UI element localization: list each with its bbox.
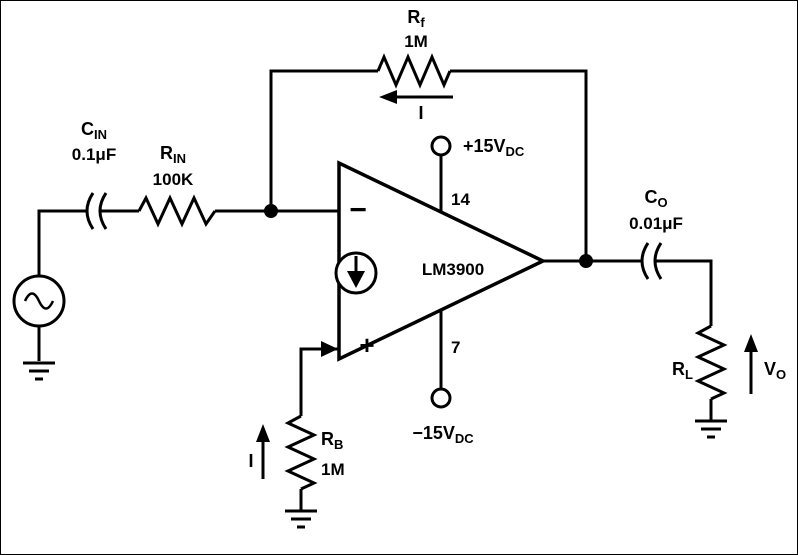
load-resistor-ref: RL [672,359,693,382]
output-voltage-arrow [744,334,758,394]
load-resistor [694,324,728,401]
wire-feedback-left [269,69,378,211]
bias-resistor-value: 1M [321,460,345,479]
opamp-part-number: LM3900 [422,260,484,279]
feedback-resistor-ref: Rf [407,7,425,30]
feedback-resistor [376,53,452,89]
negative-supply-label: −15VDC [412,423,474,446]
current-source-symbol [334,251,378,295]
positive-supply-label: +15VDC [463,136,525,159]
wire-source-to-cin [37,209,87,276]
ground-symbol-source [23,361,55,381]
input-resistor-ref: RIN [160,143,186,166]
wire-bias-to-opamp [299,347,339,416]
pin14-label: 14 [451,190,470,209]
pin7-label: 7 [451,338,460,357]
wire-co-to-rl [655,259,713,326]
output-capacitor-value: 0.01μF [629,214,683,233]
output-voltage-label: VO [764,359,786,382]
bias-current-arrow [256,424,270,479]
feedback-current-arrow [379,90,453,104]
ground-symbol-load [695,419,727,439]
bias-resistor-ref: RB [321,429,343,452]
bias-resistor [284,414,318,491]
output-capacitor-ref: CO [644,187,667,210]
sine-wave-icon [23,292,55,310]
ground-symbol-bias [285,509,317,529]
input-resistor-value: 100K [153,170,194,189]
input-capacitor-value: 0.1μF [72,145,116,164]
feedback-resistor-value: 1M [404,32,428,51]
feedback-current-label: I [418,103,423,123]
noninverting-input-arrow [321,341,338,357]
junction-dot-output [579,254,593,268]
wire-feedback-right [450,69,588,261]
input-resistor [137,194,217,228]
noninverting-input-sign: + [359,330,374,360]
inverting-input-sign: − [349,194,367,227]
junction-dot-input [264,204,278,218]
input-capacitor-ref: CIN [81,119,107,142]
positive-supply-terminal [430,135,452,157]
ac-source [12,274,66,328]
negative-supply-terminal [430,387,452,409]
bias-current-label: I [248,451,253,471]
